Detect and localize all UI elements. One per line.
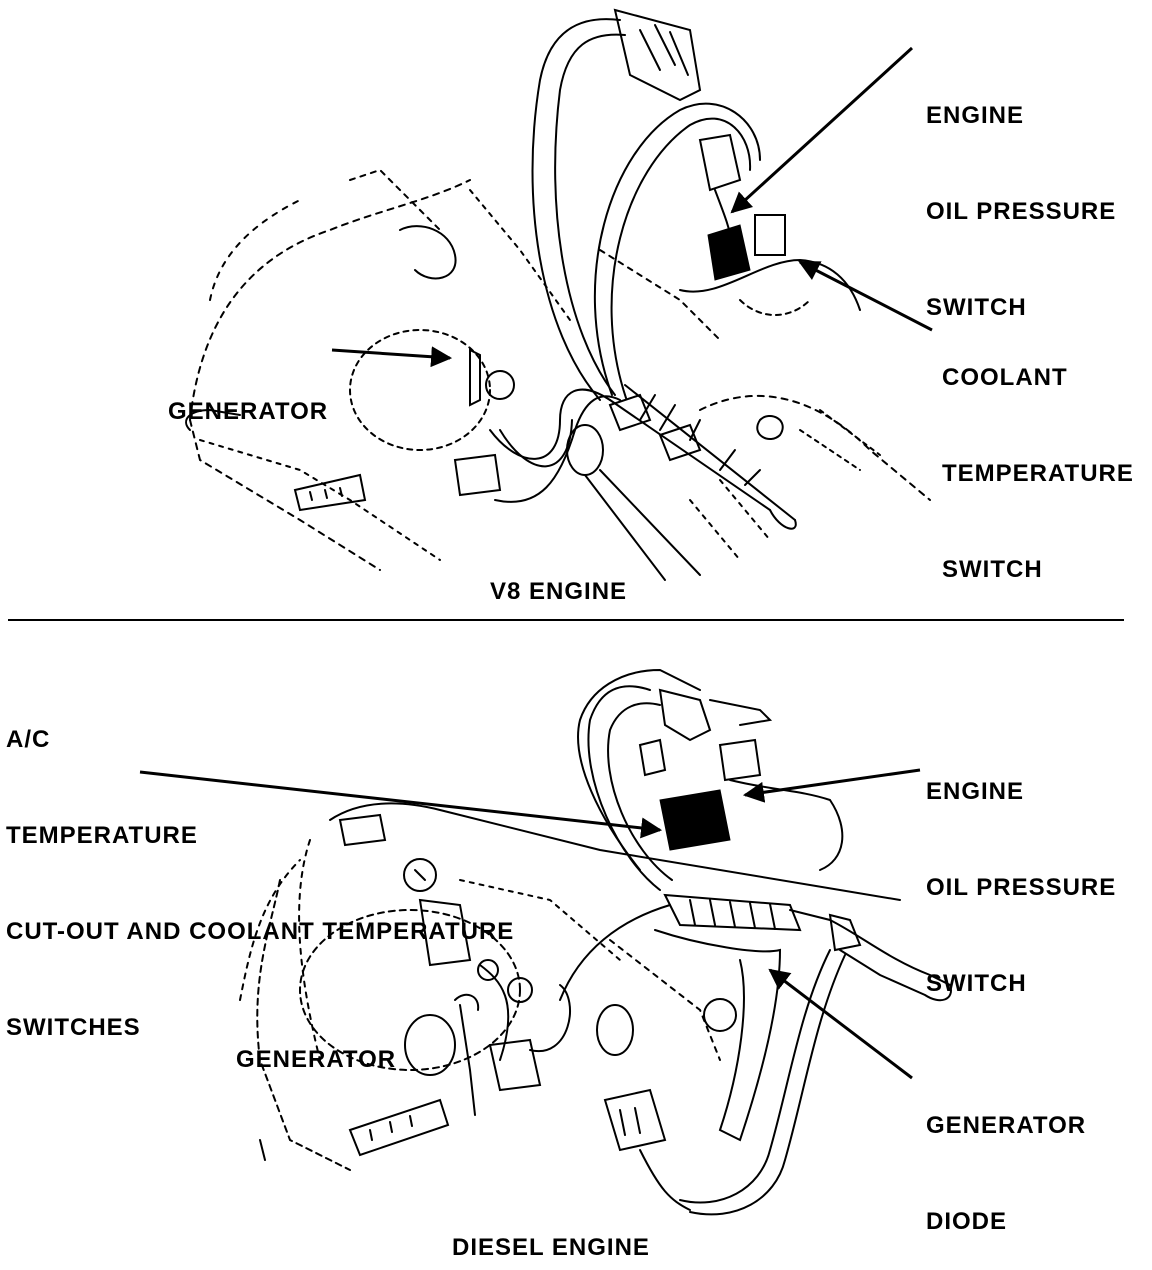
label-line: SWITCH <box>942 556 1043 583</box>
diesel-engine-caption: DIESEL ENGINE <box>452 1234 650 1261</box>
diesel-engine-illustration <box>239 668 952 1216</box>
label-line: ENGINE <box>926 778 1025 805</box>
v8-leader-lines <box>331 46 933 368</box>
label-line: CUT-OUT AND COOLANT TEMPERATURE <box>6 918 515 945</box>
v8-generator-label: GENERATOR <box>168 332 328 460</box>
label-line: GENERATOR <box>168 398 329 425</box>
label-line: A/C <box>6 726 51 753</box>
v8-oil-pressure-switch-label: ENGINE OIL PRESSURE SWITCH <box>926 36 1116 356</box>
v8-engine-caption: V8 ENGINE <box>490 578 628 605</box>
label-line: SWITCH <box>926 294 1027 321</box>
diesel-oil-pressure-switch-label: ENGINE OIL PRESSURE SWITCH <box>926 712 1116 1032</box>
label-line: GENERATOR <box>926 1112 1087 1139</box>
v8-engine-illustration <box>185 8 931 581</box>
label-line: OIL PRESSURE <box>926 874 1117 901</box>
label-line: OIL PRESSURE <box>926 198 1117 225</box>
v8-coolant-temperature-switch-label: COOLANT TEMPERATURE SWITCH <box>942 298 1134 618</box>
label-line: SWITCH <box>926 970 1027 997</box>
label-line: DIODE <box>926 1208 1008 1235</box>
diesel-leader-lines <box>139 768 921 1080</box>
diesel-generator-label: GENERATOR <box>236 980 396 1108</box>
label-line: GENERATOR <box>236 1046 397 1073</box>
label-line: COOLANT <box>942 364 1068 391</box>
label-line: TEMPERATURE <box>942 460 1134 487</box>
diesel-generator-diode-label: GENERATOR DIODE <box>926 1046 1086 1270</box>
diesel-ac-cutout-switches-label: A/C TEMPERATURE CUT-OUT AND COOLANT TEMP… <box>6 660 514 1076</box>
label-line: SWITCHES <box>6 1014 141 1041</box>
label-line: TEMPERATURE <box>6 822 198 849</box>
label-line: ENGINE <box>926 102 1025 129</box>
